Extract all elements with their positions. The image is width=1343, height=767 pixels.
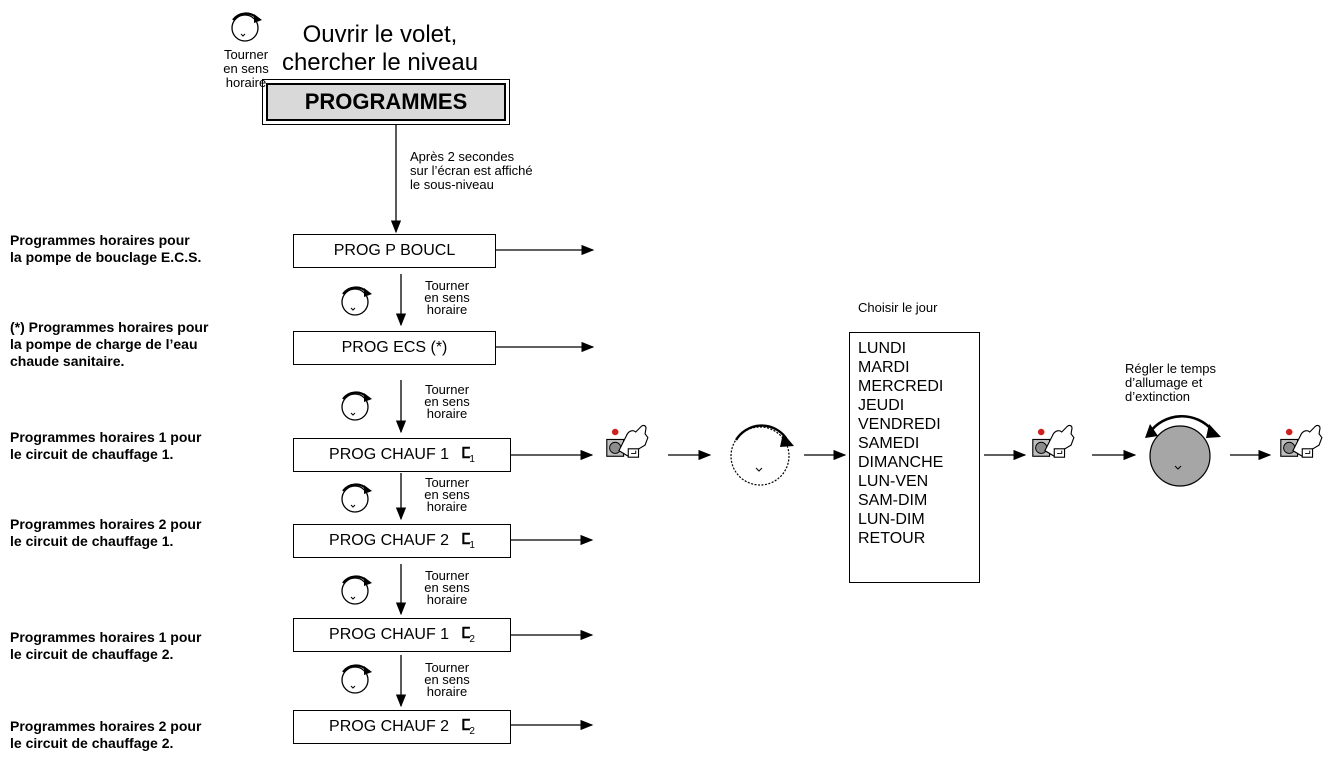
- press-button-icon: [1280, 424, 1323, 458]
- desc-line: la pompe de charge de l’eau: [10, 336, 198, 352]
- rotary-knob-icon: [1145, 414, 1221, 487]
- day-item: MERCREDI: [858, 378, 944, 395]
- row-description: (*) Programmes horaires pour la pompe de…: [10, 319, 280, 370]
- note-line: d’allumage et: [1125, 375, 1203, 390]
- desc-line: Programmes horaires 2 pour: [10, 718, 202, 734]
- display-text: PROG CHAUF 2: [329, 532, 450, 549]
- display-text: PROG P BOUCL: [333, 242, 456, 259]
- rotary-knob-icon: [340, 664, 374, 695]
- note-line: le sous-niveau: [410, 177, 494, 192]
- rotary-knob-icon: [730, 424, 794, 486]
- day-item: LUN-DIM: [858, 511, 925, 528]
- radiator-icon: ⵎ2: [461, 625, 475, 646]
- display-text: PROG ECS (*): [341, 339, 448, 356]
- note-line: Régler le temps: [1125, 361, 1217, 376]
- day-item: LUNDI: [858, 340, 907, 357]
- row-description: Programmes horaires 1 pour le circuit de…: [10, 429, 280, 463]
- desc-line: Programmes horaires 1 pour: [10, 629, 202, 645]
- day-item: RETOUR: [858, 530, 926, 547]
- radiator-icon: ⵎ1: [461, 445, 475, 466]
- display-text: PROG CHAUF 1: [329, 446, 450, 463]
- day-item: SAMEDI: [858, 435, 920, 452]
- rotate-clockwise-hint: Tourner en sens horaire: [218, 48, 274, 90]
- press-button-icon: [1032, 424, 1075, 458]
- display-box-prog-ecs: PROG ECS (*): [293, 331, 496, 365]
- desc-line: chaude sanitaire.: [10, 353, 125, 369]
- desc-line: le circuit de chauffage 2.: [10, 646, 174, 662]
- desc-line: Programmes horaires 1 pour: [10, 429, 202, 445]
- display-box-prog-chauf: PROG CHAUF 1 ⵎ1: [293, 438, 511, 472]
- display-box-prog-p-boucl: PROG P BOUCL: [293, 234, 496, 268]
- display-box-prog-chauf: PROG CHAUF 2 ⵎ2: [293, 710, 511, 744]
- desc-line: (*) Programmes horaires pour: [10, 319, 209, 335]
- desc-line: la pompe de bouclage E.C.S.: [10, 249, 202, 265]
- title-line-1: Ouvrir le volet,: [302, 21, 458, 48]
- rotary-knob-icon: [340, 575, 374, 606]
- rotary-knob-icon: [340, 286, 374, 317]
- day-item: VENDREDI: [858, 416, 941, 433]
- note-line: Après 2 secondes: [410, 149, 515, 164]
- rotary-knob-icon: [340, 391, 374, 422]
- press-button-icon: [606, 424, 649, 458]
- display-text: PROG CHAUF 2: [329, 718, 450, 735]
- desc-line: Programmes horaires pour: [10, 232, 190, 248]
- day-item: MARDI: [858, 359, 910, 376]
- desc-line: Programmes horaires 2 pour: [10, 516, 202, 532]
- row-description: Programmes horaires 2 pour le circuit de…: [10, 718, 280, 752]
- radiator-icon: ⵎ2: [461, 717, 475, 738]
- day-item: SAM-DIM: [858, 492, 928, 509]
- display-box-prog-chauf: PROG CHAUF 2 ⵎ1: [293, 524, 511, 558]
- hint-line: horaire: [225, 75, 267, 90]
- desc-line: le circuit de chauffage 1.: [10, 533, 174, 549]
- day-list: LUNDI MARDI MERCREDI JEUDI VENDREDI SAME…: [849, 332, 980, 583]
- row-description: Programmes horaires pour la pompe de bou…: [10, 232, 280, 266]
- row-description: Programmes horaires 1 pour le circuit de…: [10, 629, 280, 663]
- note-line: sur l’écran est affiché: [410, 163, 533, 178]
- row-description: Programmes horaires 2 pour le circuit de…: [10, 516, 280, 550]
- programmes-level-label: PROGRAMMES: [266, 83, 506, 121]
- rotary-knob-icon: [340, 483, 374, 514]
- day-item: LUN-VEN: [858, 473, 929, 490]
- programmes-level-frame: PROGRAMMES: [262, 79, 510, 125]
- display-text: PROG CHAUF 1: [329, 626, 450, 643]
- desc-line: le circuit de chauffage 2.: [10, 735, 174, 751]
- title-line-2: chercher le niveau: [281, 49, 479, 76]
- hint-line: Tourner: [223, 47, 269, 62]
- delay-note: Après 2 secondes sur l’écran est affiché…: [410, 150, 533, 192]
- day-item: JEUDI: [858, 397, 905, 414]
- note-line: d’extinction: [1125, 389, 1191, 404]
- choose-day-label: Choisir le jour: [858, 300, 938, 315]
- hint-line: en sens: [223, 61, 269, 76]
- desc-line: le circuit de chauffage 1.: [10, 446, 174, 462]
- display-box-prog-chauf: PROG CHAUF 1 ⵎ2: [293, 618, 511, 652]
- time-setting-note: Régler le temps d’allumage et d’extincti…: [1125, 362, 1216, 404]
- radiator-icon: ⵎ1: [461, 531, 475, 552]
- day-item: DIMANCHE: [858, 454, 944, 471]
